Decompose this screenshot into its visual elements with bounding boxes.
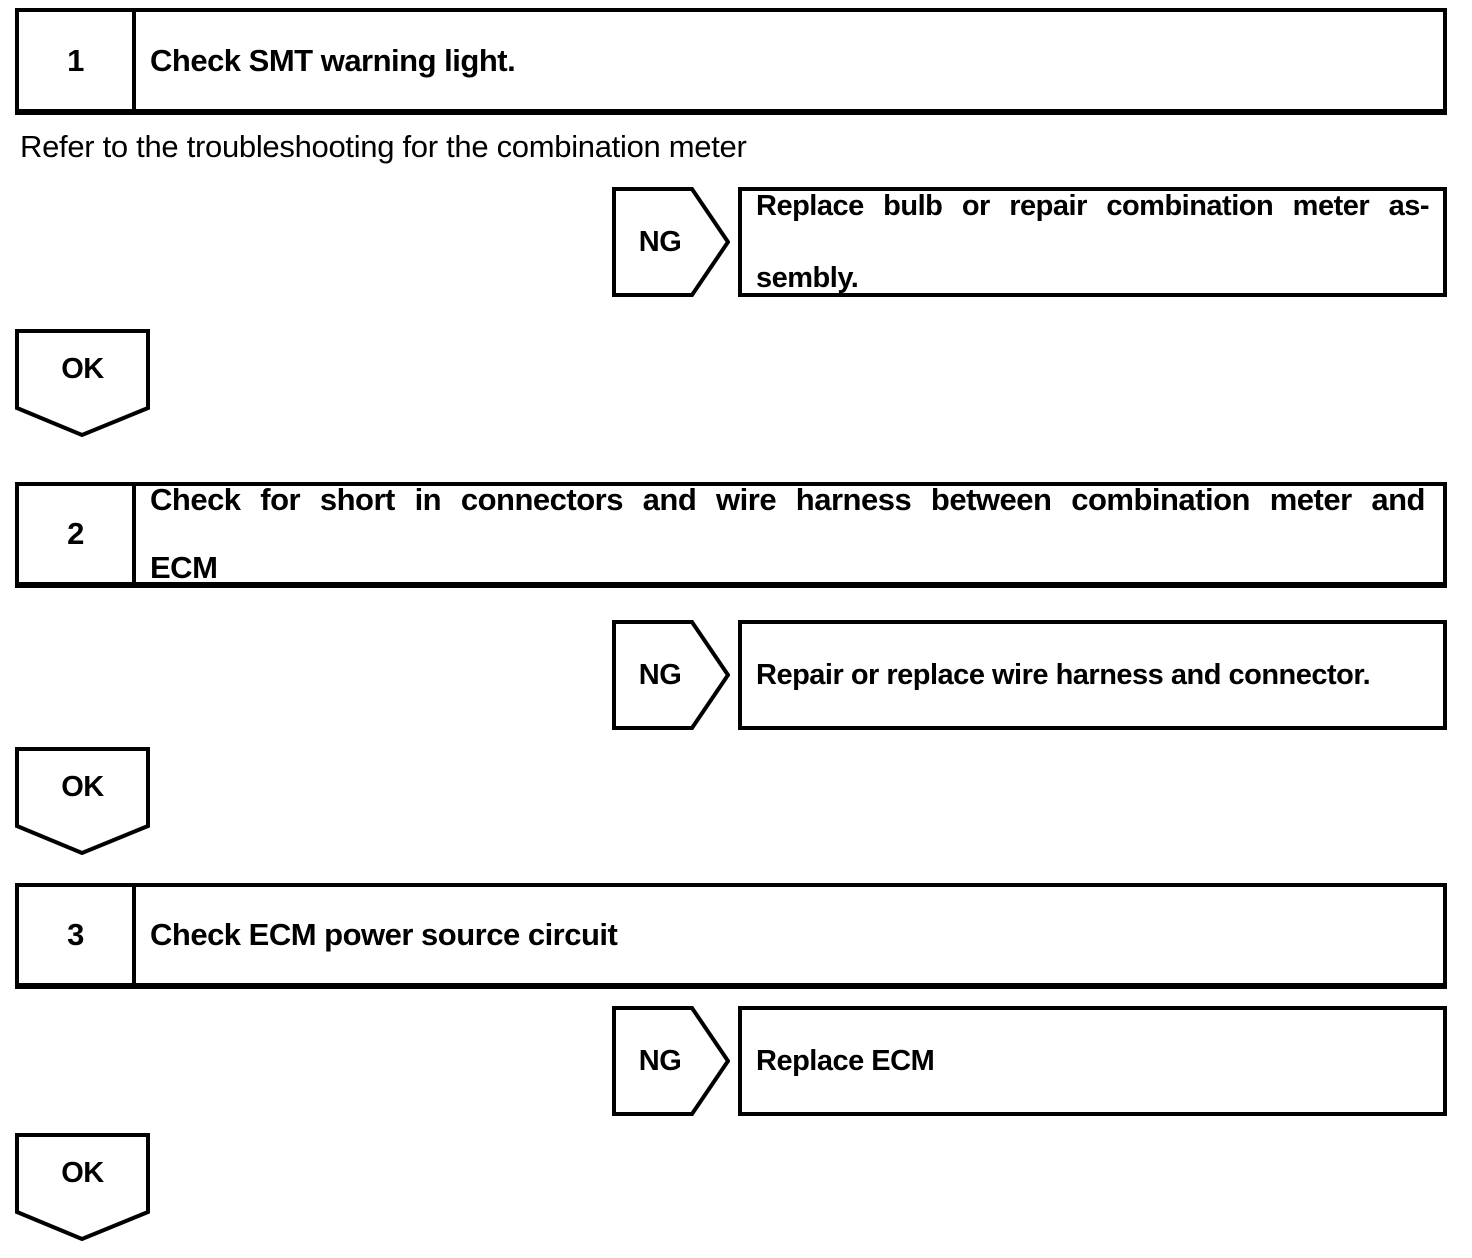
step-3-ok-label: OK bbox=[61, 1157, 104, 1189]
ok-pentagon-icon bbox=[15, 1133, 150, 1241]
step-2-ng-arrow: NG bbox=[612, 620, 730, 730]
step-1-ng-arrow: NG bbox=[612, 187, 730, 297]
step-3-ng-arrow: NG bbox=[612, 1006, 730, 1116]
result-text-line: Replace ECM bbox=[756, 1045, 935, 1077]
step-2-ok-label: OK bbox=[61, 771, 104, 803]
result-text-line: Replace bulb or repair combination meter… bbox=[756, 190, 1430, 222]
step-1-title-line: Check SMT warning light. bbox=[150, 42, 516, 78]
step-2-ok-connector: OK bbox=[15, 747, 150, 855]
step-2-number: 2 bbox=[19, 486, 136, 582]
ng-pentagon-icon bbox=[612, 1006, 730, 1116]
step-3-title: Check ECM power source circuit bbox=[136, 887, 1443, 983]
step-3-ng-result-box: Replace ECM bbox=[738, 1006, 1447, 1116]
step-1-header-box: 1 Check SMT warning light. bbox=[15, 8, 1447, 115]
step-1-ng-label: NG bbox=[638, 225, 682, 258]
step-2-title-line: Check for short in connectors and wire h… bbox=[150, 482, 1426, 517]
step-3-ok-connector: OK bbox=[15, 1133, 150, 1241]
step-1-ng-result-box: Replace bulb or repair combination meter… bbox=[738, 187, 1447, 297]
step-2-ng-result-box: Repair or replace wire harness and conne… bbox=[738, 620, 1447, 730]
step-3-number: 3 bbox=[19, 887, 136, 983]
step-2-title: Check for short in connectors and wire h… bbox=[136, 482, 1443, 585]
step-1-ok-connector: OK bbox=[15, 329, 150, 437]
ng-pentagon-icon bbox=[612, 620, 730, 730]
step-3-header-box: 3 Check ECM power source circuit bbox=[15, 883, 1447, 989]
ng-pentagon-icon bbox=[612, 187, 730, 297]
ok-pentagon-icon bbox=[15, 747, 150, 855]
step-2-header-box: 2 Check for short in connectors and wire… bbox=[15, 482, 1447, 588]
step-1-title: Check SMT warning light. bbox=[136, 12, 1443, 109]
step-2-title-line: ECM bbox=[150, 550, 218, 585]
step-1-note: Refer to the troubleshooting for the com… bbox=[20, 129, 747, 164]
ok-pentagon-icon bbox=[15, 329, 150, 437]
step-1-ok-label: OK bbox=[61, 353, 104, 385]
result-text-line: sembly. bbox=[756, 262, 859, 294]
step-1-number: 1 bbox=[19, 12, 136, 109]
step-3-title-line: Check ECM power source circuit bbox=[150, 917, 618, 952]
result-text-line: Repair or replace wire harness and conne… bbox=[756, 659, 1371, 691]
step-3-ng-label: NG bbox=[638, 1044, 682, 1077]
step-2-ng-label: NG bbox=[638, 658, 682, 691]
